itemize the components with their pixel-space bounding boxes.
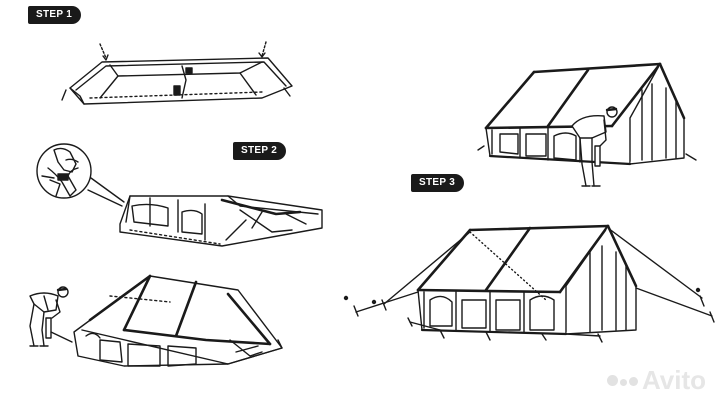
arrow-down-icon — [100, 44, 108, 60]
step3-staked-tent — [345, 226, 715, 342]
step-3-label: STEP 3 — [411, 174, 465, 192]
step-2-label: STEP 2 — [233, 142, 287, 160]
step2-inflating-tent — [120, 196, 322, 246]
step2-rising-tent — [74, 276, 282, 366]
watermark: Avito — [606, 365, 706, 396]
watermark-text: Avito — [641, 365, 706, 395]
step1-flat-tent — [62, 42, 292, 104]
logo-dots-icon — [606, 375, 638, 386]
step2-person-pumping — [30, 287, 72, 346]
step2-pump-detail — [37, 144, 124, 206]
step3-person-standing — [572, 107, 617, 186]
arrow-down-icon — [259, 42, 266, 57]
step3-inflated-tent — [478, 64, 696, 164]
step-1-label: STEP 1 — [28, 6, 82, 24]
